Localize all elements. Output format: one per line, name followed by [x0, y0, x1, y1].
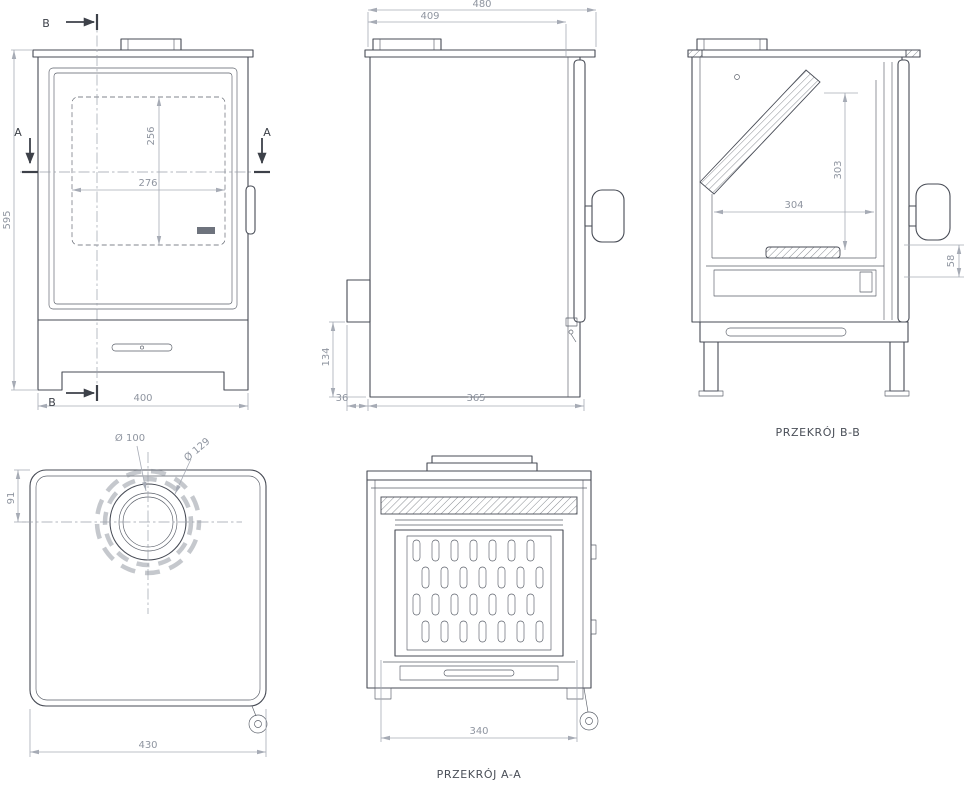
door-edge: [573, 59, 586, 323]
baffle-plate: [699, 69, 821, 195]
dim-body-depth: 409: [420, 11, 439, 22]
dim-flue-outer-diameter: Ø 129: [182, 435, 213, 464]
handle-ring: [579, 711, 599, 731]
door-handle: [245, 185, 256, 235]
stove-body: [369, 56, 581, 398]
hinge: [590, 544, 597, 560]
dim-firebox-depth: 304: [784, 200, 803, 211]
grate-panel: [406, 535, 552, 651]
section-marker-a-left: A: [14, 126, 22, 139]
stove-body: [366, 479, 592, 689]
dim-front-height: 595: [2, 210, 13, 229]
dim-flue-inner-diameter: Ø 100: [115, 432, 145, 444]
side-view: 480 409 134 36 365: [321, 0, 625, 411]
top-plate: [32, 49, 254, 58]
flue-collar: [120, 38, 182, 51]
handle-ring: [248, 714, 268, 734]
rear-duct: [346, 279, 371, 323]
section-marker-a-right: A: [263, 126, 271, 139]
dim-firebox-width: 340: [469, 726, 488, 737]
dim-glass-width: 276: [138, 178, 157, 189]
latch: [565, 317, 578, 327]
door-glass: [71, 96, 226, 246]
ash-pan-front: [399, 665, 559, 681]
section-bb-label: PRZEKRÓJ B-B: [776, 426, 861, 439]
grate-pattern: [412, 539, 544, 643]
top-plate: [366, 470, 592, 481]
dim-overall-depth: 480: [472, 0, 491, 10]
top-view: Ø 100 Ø 129 91 430: [6, 432, 268, 757]
top-plate: [364, 49, 596, 58]
dim-glass-height: 256: [146, 126, 157, 145]
hinge: [590, 619, 597, 635]
air-slot: [111, 343, 173, 352]
front-view: 595 400 276 256 B B A A: [2, 14, 271, 410]
firebox-frame: [394, 529, 564, 657]
grate: [765, 246, 841, 259]
dim-flue-center-offset: 91: [6, 492, 17, 505]
dim-grate-height: 58: [946, 255, 957, 268]
section-aa-view: 340 PRZEKRÓJ A-A: [366, 455, 599, 781]
dim-rear-height: 134: [321, 347, 332, 366]
section-marker-b-top: B: [42, 17, 50, 30]
top-baffle-section: [380, 496, 578, 515]
section-marker-b-bottom: B: [48, 396, 56, 409]
flue-collar: [696, 38, 768, 51]
door-handle: [591, 189, 625, 243]
dim-front-width: 400: [133, 393, 152, 404]
top-plate: [687, 49, 921, 58]
door-handle: [915, 183, 951, 241]
dim-rear-offset: 36: [336, 393, 349, 404]
dim-top-width: 430: [138, 740, 157, 751]
dim-firebox-height: 303: [833, 160, 844, 179]
flue-collar: [372, 38, 442, 51]
stove-top-outline: [29, 469, 267, 707]
section-bb-view: 303 304 58 PRZEKRÓJ B-B: [687, 38, 964, 439]
base-plinth: [37, 320, 249, 391]
logo-plate: [197, 227, 215, 234]
section-aa-label: PRZEKRÓJ A-A: [437, 768, 522, 781]
ash-pan: [713, 269, 877, 297]
door-edge: [897, 59, 910, 323]
dim-base-depth: 365: [466, 393, 485, 404]
